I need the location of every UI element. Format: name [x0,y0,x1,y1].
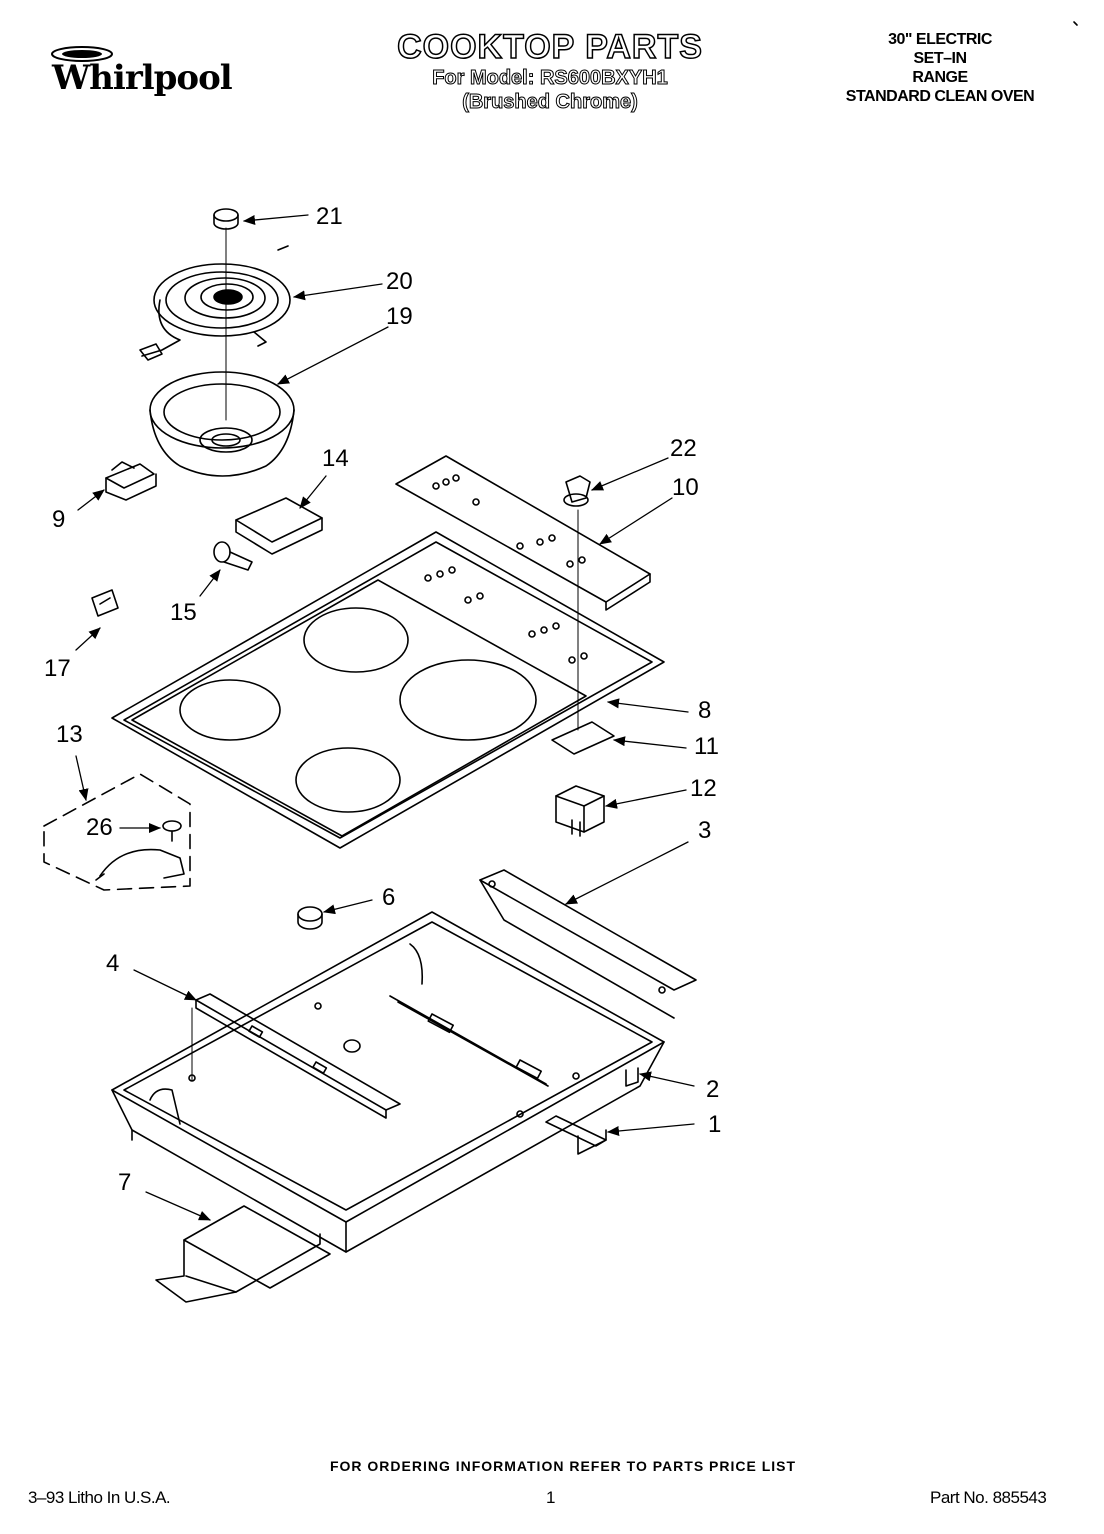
callout-21: 21 [316,203,343,230]
leader-1 [607,1123,695,1136]
part-8-cooktop [111,531,665,849]
callout-2: 2 [706,1076,720,1103]
part-number: Part No. 885543 [930,1488,1047,1507]
leader-10 [599,497,673,545]
callout-14: 14 [322,445,349,472]
leader-14 [299,475,327,509]
callout-22: 22 [670,435,697,462]
page-title: COOKTOP PARTS [396,27,703,67]
part-12-infinite-switch [555,785,605,837]
callout-13: 13 [56,721,83,748]
part-20-surface-element [139,245,291,361]
callout-7: 7 [118,1169,132,1196]
callout-6: 6 [382,884,396,911]
part-19-drip-bowl [149,371,295,477]
callout-15: 15 [170,599,197,626]
callout-10: 10 [672,474,699,501]
part-6-grommet [297,906,323,930]
leader-4 [133,969,197,1001]
leader-20 [293,283,383,301]
product-spec: 30" ELECTRIC SET–IN RANGE STANDARD CLEAN… [815,30,1065,106]
callout-4: 4 [106,950,120,977]
leader-6 [323,899,373,915]
finish-line: (Brushed Chrome) [462,91,639,114]
leader-8 [607,698,689,713]
leader-21 [243,214,309,225]
callout-11: 11 [694,733,719,760]
part-15-indicator-light [213,541,253,571]
part-11-mounting-plate [551,721,615,755]
part-10-control-panel [395,455,651,611]
callout-3: 3 [698,817,712,844]
callout-9: 9 [52,506,66,533]
part-13-wire-harness-group [43,773,191,891]
leader-19 [277,326,389,385]
part-1-bracket [545,1115,607,1155]
part-2-burner-box [111,911,665,1253]
leader-9 [77,489,105,511]
ordering-note: FOR ORDERING INFORMATION REFER TO PARTS … [329,1458,797,1474]
litho-line: 3–93 Litho In U.S.A. [28,1488,171,1507]
callout-1: 1 [708,1111,722,1138]
spec-line: STANDARD CLEAN OVEN [845,88,1035,105]
corner-mark [1073,21,1078,26]
leader-lines [75,214,695,1221]
brand-name: Whirlpool [52,58,233,98]
spec-line: SET–IN [913,50,967,67]
part-14-bracket [235,497,323,555]
leader-11 [613,736,687,749]
part-17-clip [91,589,119,617]
part-21-burner-cap [213,208,239,230]
logo-swoosh-icon [51,46,113,62]
part-26-screw [162,820,182,842]
callout-12: 12 [690,775,717,802]
whirlpool-logo: Whirlpool [38,40,233,110]
leader-2 [639,1071,695,1087]
leader-15 [199,569,221,597]
spec-line: RANGE [912,69,968,86]
leader-3 [565,841,689,905]
part-7-channel [155,1205,331,1303]
leader-17 [75,627,101,651]
leader-12 [605,789,687,809]
callout-19: 19 [386,303,413,330]
part-3-side-trim [479,869,697,1019]
callout-8: 8 [698,697,712,724]
leader-7 [145,1191,211,1221]
page-number: 1 [546,1488,556,1507]
leader-22 [591,457,669,491]
part-9-terminal-block [105,461,157,501]
part-4-brace [195,993,401,1119]
callout-17: 17 [44,655,71,682]
model-line: For Model: RS600BXYH1 [432,67,669,90]
part-22-control-knob [563,475,591,507]
title-block: COOKTOP PARTS For Model: RS600BXYH1 (Bru… [340,27,760,114]
spec-line: 30" ELECTRIC [888,31,992,48]
leader-13 [75,755,89,801]
callout-20: 20 [386,268,413,295]
callout-26: 26 [86,814,113,841]
